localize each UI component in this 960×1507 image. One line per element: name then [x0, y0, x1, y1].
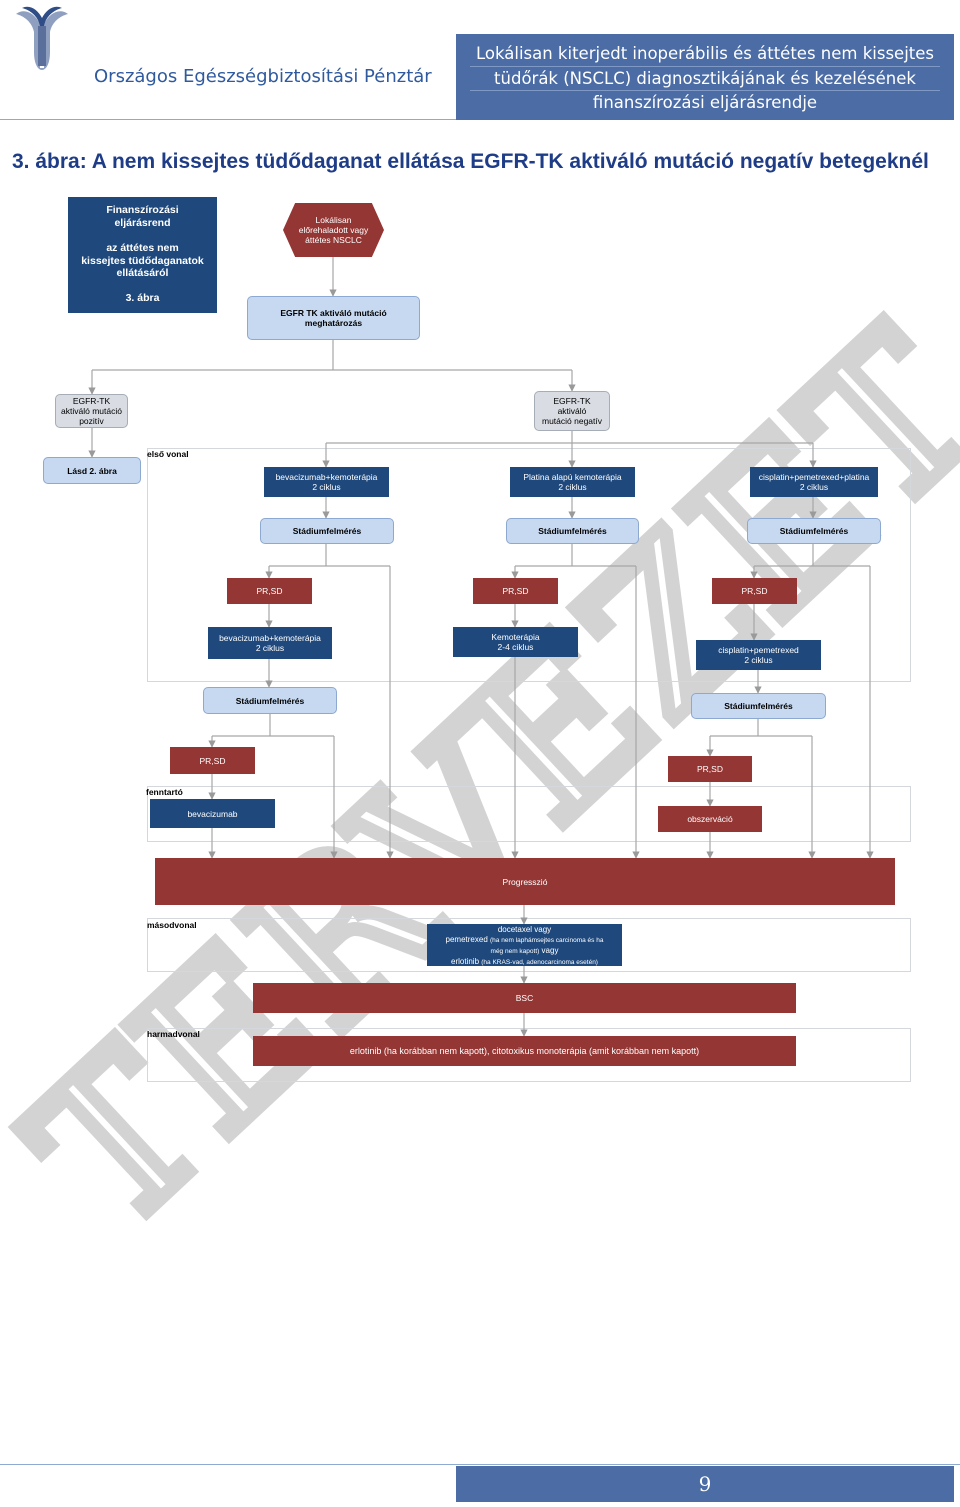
document-title-line-2: tüdőrák (NSCLC) diagnosztikájának és kez…: [470, 67, 940, 91]
bevacizumab-chemo-node: bevacizumab+kemoterápia 2 ciklus: [264, 467, 389, 497]
cisplatin-pemetrexed-platinum-node: cisplatin+pemetrexed+platina 2 ciklus: [750, 467, 878, 497]
pr-sd-node-4: PR,SD: [170, 747, 255, 774]
staging-node-3: Stádiumfelmérés: [747, 518, 881, 544]
observation-node: obszerváció: [658, 806, 762, 832]
third-line-treatment-node: erlotinib (ha korábban nem kapott), cito…: [253, 1036, 796, 1066]
chemotherapy-2-4-cycles-node: Kemoterápia 2-4 ciklus: [453, 627, 578, 657]
bsc-node: BSC: [253, 983, 796, 1013]
info-box-title: Finanszírozási eljárásrend: [106, 204, 179, 229]
bevacizumab-chemo-continuation-node: bevacizumab+kemoterápia 2 ciklus: [208, 627, 332, 659]
maintenance-panel: [147, 786, 911, 842]
document-title-line-1: Lokálisan kiterjedt inoperábilis és átté…: [470, 42, 940, 67]
or-text: vagy: [541, 946, 559, 955]
third-line-panel: [147, 1028, 911, 1082]
pr-sd-node-5: PR,SD: [668, 756, 752, 782]
second-line-label: másodvonal: [147, 920, 197, 930]
pemetrexed-text: pemetrexed: [445, 935, 488, 944]
egfr-positive-node: EGFR-TK aktiváló mutáció pozitív: [55, 394, 128, 428]
second-line-text-3: még nem kapott) vagy: [427, 946, 622, 957]
pr-sd-node-2: PR,SD: [473, 578, 558, 604]
see-figure-2-node: Lásd 2. ábra: [43, 457, 141, 484]
egfr-negative-node: EGFR-TK aktiváló mutáció negatív: [534, 391, 610, 431]
info-box-figure-number: 3. ábra: [125, 291, 160, 304]
staging-node-1: Stádiumfelmérés: [260, 518, 394, 544]
second-line-treatment-node: docetaxel vagy pemetrexed (ha nem laphám…: [427, 924, 622, 966]
first-line-panel: [147, 448, 911, 682]
document-title-box: Lokálisan kiterjedt inoperábilis és átté…: [456, 34, 954, 120]
pemetrexed-condition-text-2: még nem kapott): [490, 948, 540, 955]
second-line-text-2: pemetrexed (ha nem laphámsejtes carcinom…: [427, 935, 622, 946]
figure-title: 3. ábra: A nem kissejtes tüdődaganat ell…: [12, 150, 929, 173]
oep-logo-icon: [16, 6, 68, 71]
pemetrexed-condition-text: (ha nem laphámsejtes carcinoma és ha: [490, 937, 604, 944]
staging-node-4: Stádiumfelmérés: [203, 687, 337, 714]
pr-sd-node-1: PR,SD: [227, 578, 312, 604]
progression-node: Progresszió: [155, 858, 895, 905]
start-node: Lokálisan előrehaladott vagy áttétes NSC…: [283, 203, 384, 257]
egfr-test-node: EGFR TK aktiváló mutáció meghatározás: [247, 296, 420, 340]
second-line-text-4: erlotinib (ha KRAS-vad, adenocarcinoma e…: [427, 957, 622, 968]
platinum-chemo-node: Platina alapú kemoterápia 2 ciklus: [510, 467, 635, 497]
staging-node-5: Stádiumfelmérés: [691, 693, 826, 719]
info-box-subtitle: az áttétes nem kissejtes tüdődaganatok e…: [81, 242, 204, 279]
erlotinib-condition-text: (ha KRAS-vad, adenocarcinoma esetén): [481, 959, 598, 966]
staging-node-2: Stádiumfelmérés: [506, 518, 639, 544]
erlotinib-text: erlotinib: [451, 957, 480, 966]
header-rule: [0, 119, 456, 120]
second-line-text-1: docetaxel vagy: [497, 925, 552, 934]
info-box: Finanszírozási eljárásrend az áttétes ne…: [68, 197, 217, 313]
footer-rule: [0, 1464, 960, 1465]
page-number: 9: [456, 1466, 954, 1502]
bevacizumab-maintenance-node: bevacizumab: [150, 799, 275, 828]
organization-name: Országos Egészségbiztosítási Pénztár: [94, 66, 432, 87]
pr-sd-node-3: PR,SD: [712, 578, 797, 604]
third-line-label: harmadvonal: [147, 1029, 200, 1039]
second-line-panel: [147, 918, 911, 972]
maintenance-label: fenntartó: [146, 787, 183, 797]
document-title-line-3: finanszírozási eljárásrendje: [592, 93, 818, 112]
first-line-label: első vonal: [147, 449, 189, 459]
cisplatin-pemetrexed-node: cisplatin+pemetrexed 2 ciklus: [696, 640, 821, 670]
